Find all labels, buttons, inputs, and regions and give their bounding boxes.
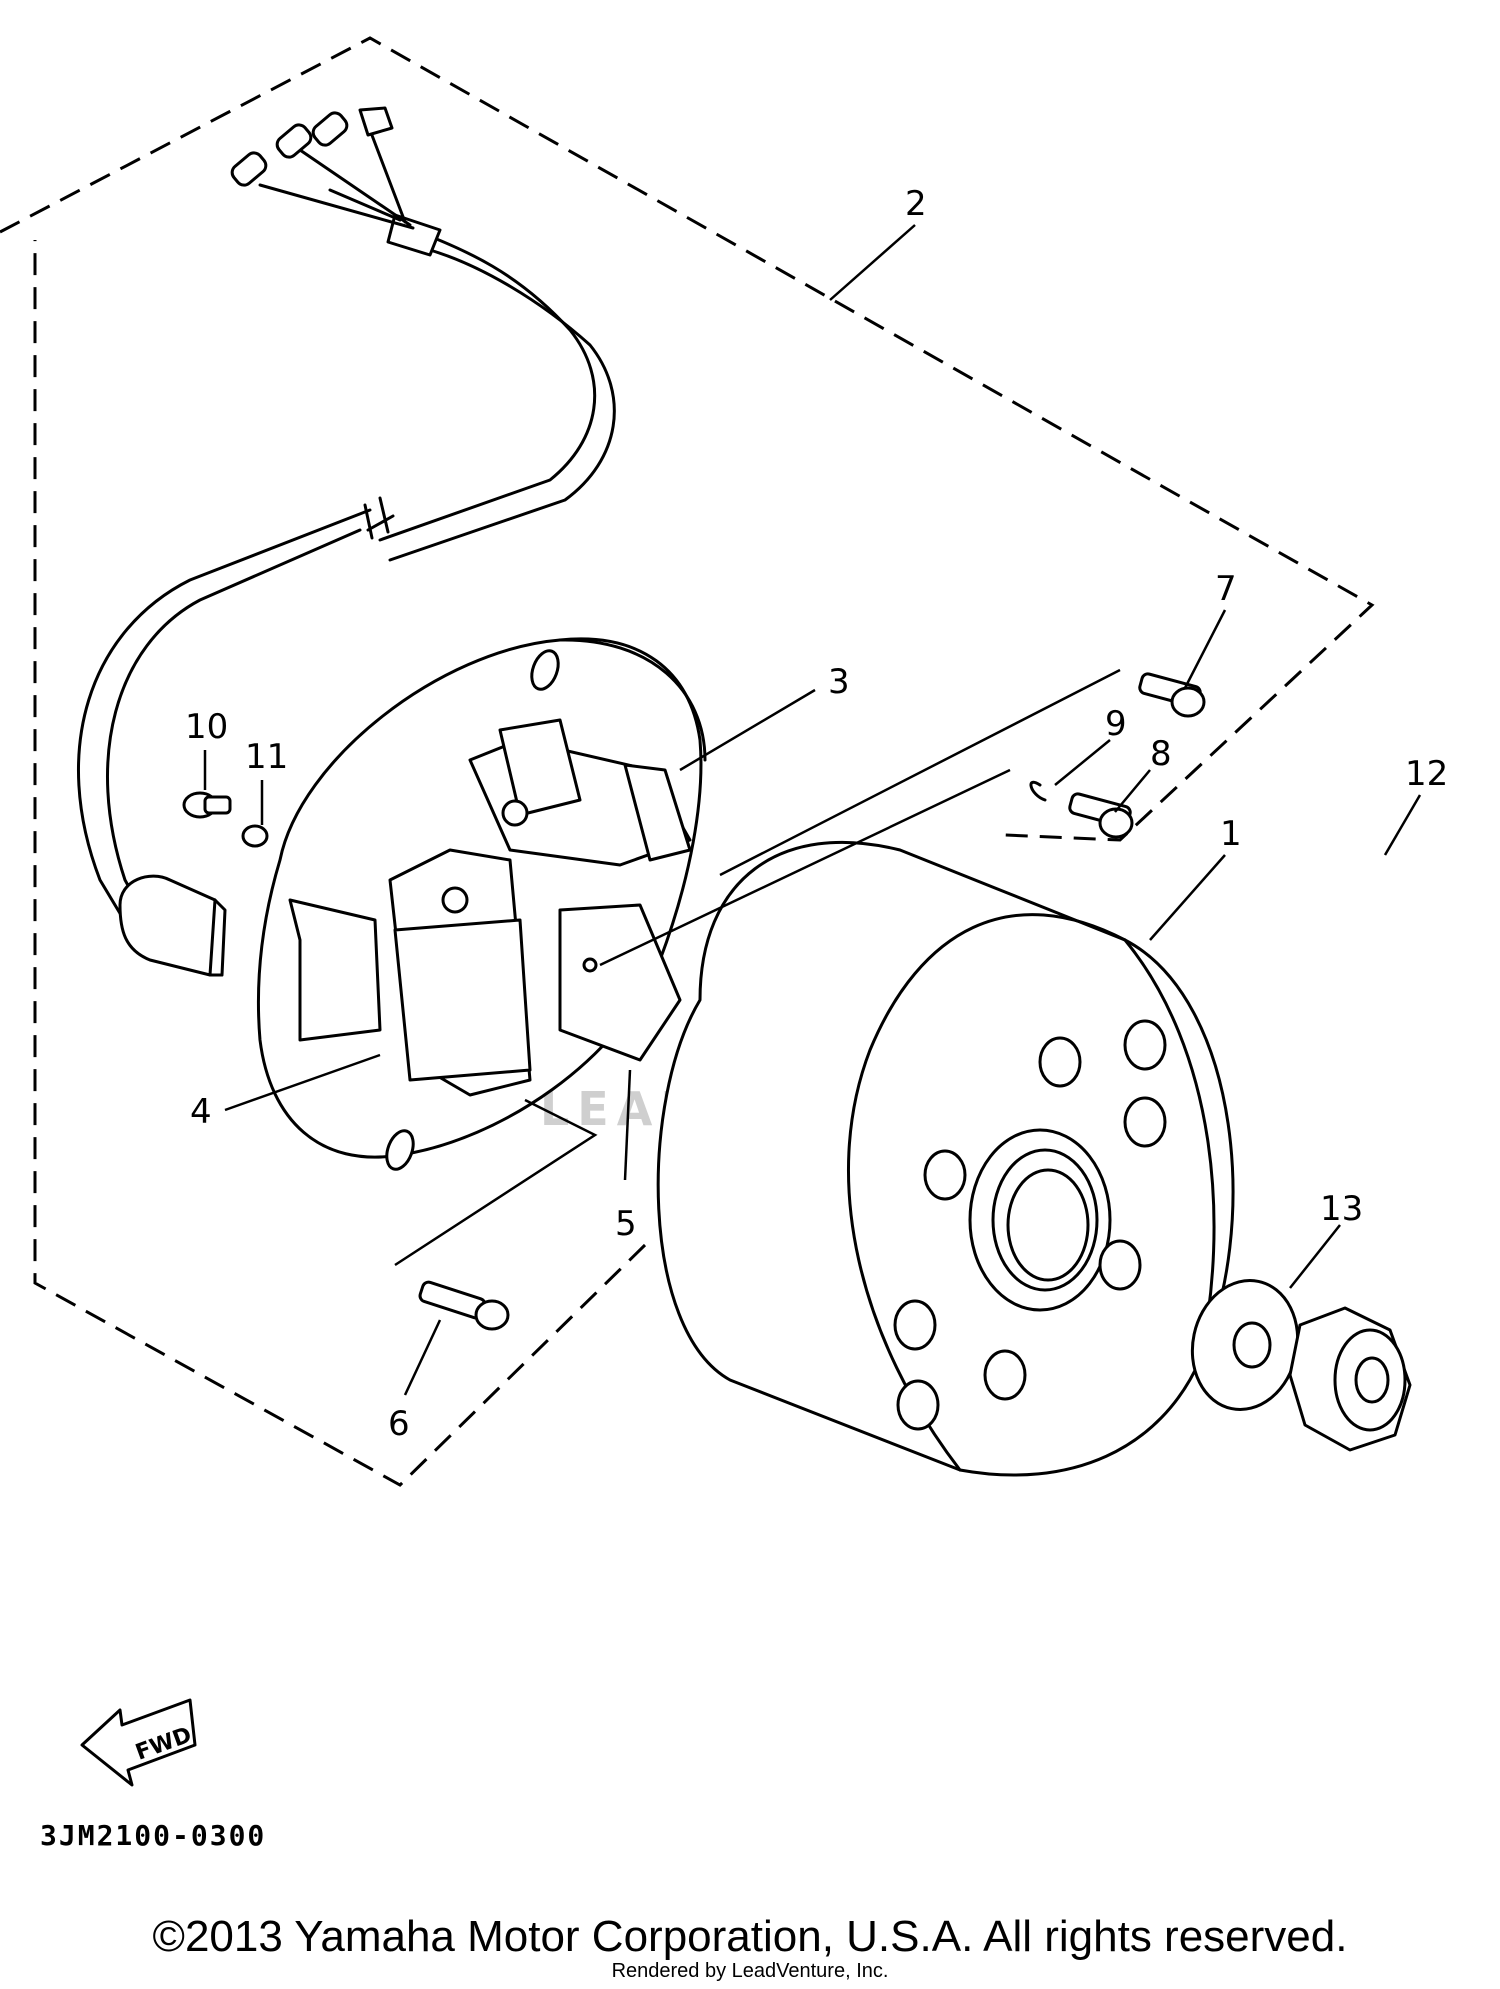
callout-7: 7 [1215,569,1237,609]
callout-10: 10 [185,707,228,747]
clip-part-9 [1029,780,1047,802]
callout-3: 3 [828,662,850,702]
leader-1 [1149,854,1226,941]
nut-part-12 [1288,1306,1412,1452]
pickup-coil [558,903,682,1062]
screw-part-8 [1068,792,1134,839]
leader-8 [1114,769,1151,813]
screw-part-6 [418,1280,510,1331]
washer-part-13 [1190,1279,1300,1411]
leader-13 [1289,1224,1341,1289]
leader-3 [679,688,816,772]
leader-7 [1183,609,1227,689]
stator-assembly-boundary [0,36,1375,1487]
callout-5: 5 [615,1204,637,1244]
callout-4: 4 [190,1092,212,1132]
source-coil [468,718,692,867]
callout-13: 13 [1320,1189,1363,1229]
leader-6 [403,1319,442,1396]
callout-line-pickup [599,768,1011,967]
callout-12: 12 [1405,754,1448,794]
callout-line-stator [719,668,1121,877]
washer-part-11 [241,824,269,848]
fwd-arrow-icon: FWD [80,1698,197,1787]
callout-line-base [394,1098,598,1267]
screw-part-10 [182,791,232,819]
callout-2: 2 [905,184,927,224]
rotor-flywheel [656,840,1235,1477]
callout-9: 9 [1105,704,1127,744]
leader-9 [1054,739,1111,786]
charging-coil [288,848,532,1097]
callout-8: 8 [1150,734,1172,774]
part-code: 3JM2100-0300 [40,1819,266,1852]
leader-5 [623,1069,632,1181]
leader-4 [224,1053,381,1112]
leader-12 [1383,794,1422,856]
rendered-by-notice: Rendered by LeadVenture, Inc. [611,1960,889,1982]
copyright-notice: ©2013 Yamaha Motor Corporation, U.S.A. A… [152,1912,1348,1961]
callout-6: 6 [388,1404,410,1444]
callout-11: 11 [245,737,288,777]
wire-harness [76,106,616,977]
leader-2 [829,224,916,301]
screw-part-7 [1138,672,1206,718]
callout-1: 1 [1220,814,1242,854]
